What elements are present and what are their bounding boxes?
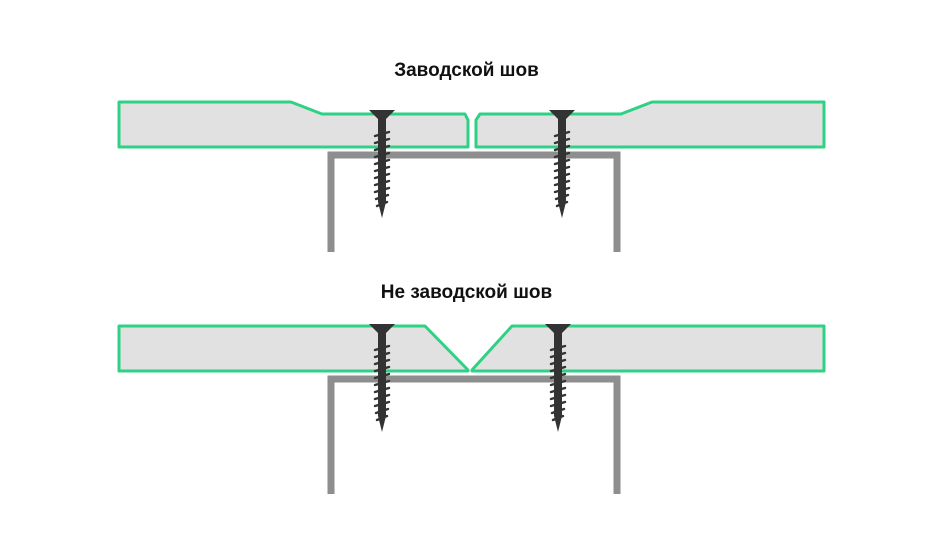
factory-seam-diagram xyxy=(117,100,826,252)
non-factory-seam-diagram xyxy=(117,322,826,494)
gypsum-board-left xyxy=(117,100,470,149)
gypsum-board-right xyxy=(470,324,826,373)
diagram-title-factory-seam: Заводской шов xyxy=(394,60,539,81)
gypsum-board-right xyxy=(474,100,826,149)
diagram-title-non-factory-seam: Не заводской шов xyxy=(380,282,553,303)
metal-profile xyxy=(327,375,621,494)
metal-profile xyxy=(327,151,621,252)
gypsum-board-left xyxy=(117,324,470,373)
